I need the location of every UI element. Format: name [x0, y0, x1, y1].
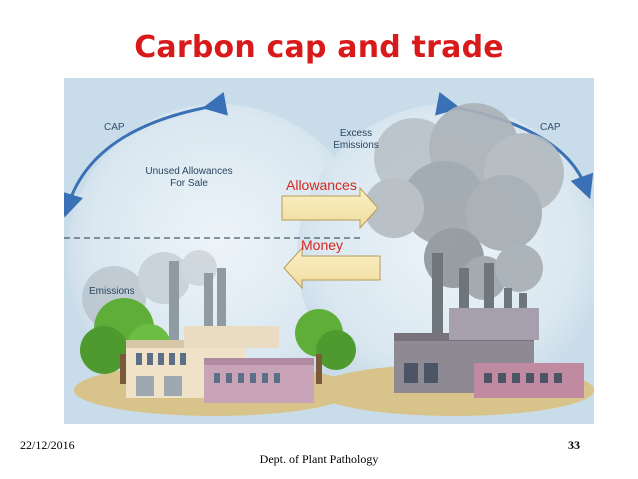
- footer-department: Dept. of Plant Pathology: [259, 452, 379, 466]
- slide-title: Carbon cap and trade: [134, 30, 504, 65]
- emissions-label: Emissions: [89, 286, 135, 297]
- clean-factory: [126, 261, 314, 403]
- cap-and-trade-diagram: CAP CAP Unused Allowances For Sale Exces…: [64, 78, 594, 424]
- right-cap-label: CAP: [540, 122, 561, 133]
- unused-allowances-label-1: Unused Allowances: [145, 166, 232, 177]
- allowances-label: Allowances: [286, 177, 357, 193]
- excess-emissions-label-2: Emissions: [333, 140, 379, 151]
- unused-allowances-label-2: For Sale: [170, 178, 208, 189]
- footer-date: 22/12/2016: [20, 438, 75, 452]
- money-label: Money: [301, 237, 343, 253]
- page-number: 33: [568, 438, 580, 452]
- left-cap-arrow: [64, 92, 228, 218]
- money-arrow: [283, 246, 381, 290]
- polluting-factory: [394, 253, 584, 398]
- excess-emissions-label-1: Excess: [340, 128, 372, 139]
- allowances-arrow: [281, 186, 379, 230]
- left-cap-label: CAP: [104, 122, 125, 133]
